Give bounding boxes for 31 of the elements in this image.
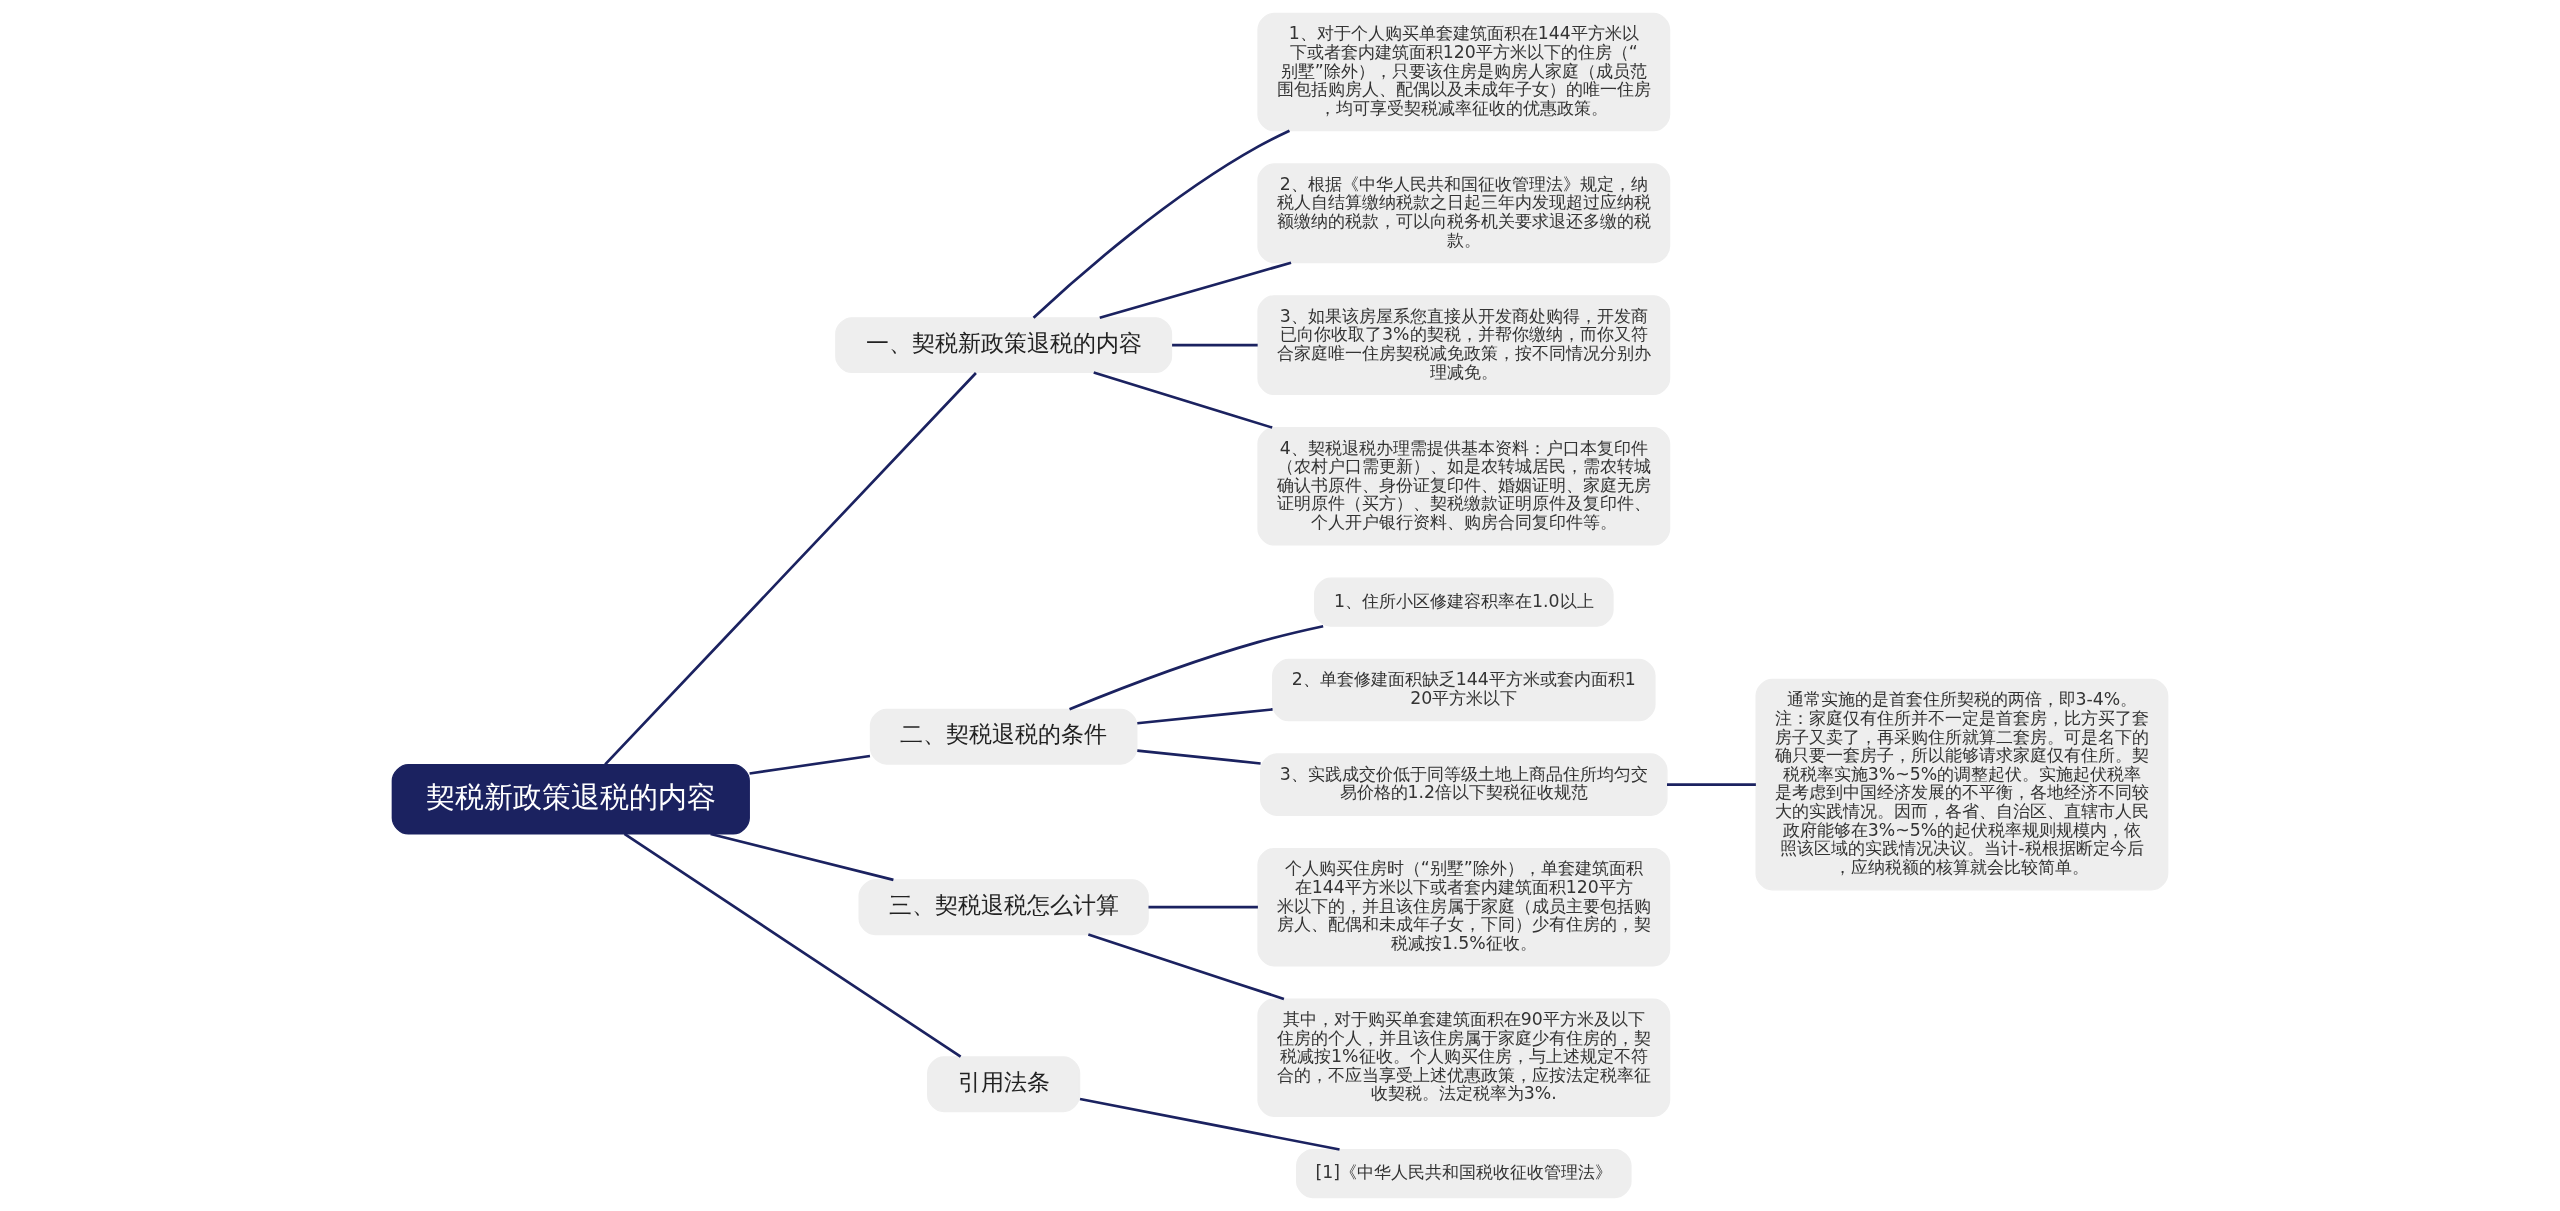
connector [710, 832, 894, 882]
node-box: 1、对于个人购买单套建筑面积在144平方米以下或者套内建筑面积120平方米以下的住房（“别墅”除外），只要该住房是购房人家庭（成员范围包括购房人、配偶以及未成年子女）的唯一住房，均可享受契税减率征收的优惠政策。 [1257, 12, 1671, 132]
node-box: 2、单套修建面积缺乏144平方米或套内面积120平方米以下 [1272, 658, 1656, 722]
node-box: 4、契税退税办理需提供基本资料：户口本复印件（农村户口需更新）、如是农转城居民，需农转城确认书原件、身份证复印件、婚姻证明、家庭无房证明原件（买方）、契税缴款证明原件及复印件、个人开户银行资料、购房合同复印件等。 [1257, 427, 1671, 546]
connector [1093, 371, 1273, 429]
connector [749, 754, 871, 775]
node-box: 引用法条 [927, 1056, 1081, 1113]
connector [623, 832, 962, 1058]
node-box: 其中，对于购买单套建筑面积在90平方米及以下住房的个人，并且该住房属于家庭少有住房的，契税减按1%征收。个人购买住房，与上述规定不符合的，不应当享受上述优惠政策，应按法定税率征收契税。法定税率为3%. [1257, 998, 1671, 1117]
connector [1099, 261, 1292, 320]
node-box: 契税新政策退税的内容 [391, 764, 750, 835]
node-box: 个人购买住房时（“别墅”除外），单套建筑面积在144平方米以下或者套内建筑面积120平方米以下的，并且该住房属于家庭（成员主要包括购房人、配偶和未成年子女，下同）少有住房的，契税减按1.5%征收。 [1257, 847, 1671, 967]
connector [1087, 933, 1285, 1001]
connector [1148, 905, 1258, 909]
connector [604, 372, 977, 766]
connector [1137, 749, 1261, 765]
node-box: 三、契税退税怎么计算 [858, 879, 1149, 936]
connector [1172, 343, 1258, 347]
node-box: [1]《中华人民共和国税收征收管理法》 [1296, 1148, 1632, 1199]
node-box: 通常实施的是首套住所契税的两倍，即3-4%。注：家庭仅有住所并不一定是首套房，比方买了套房子又卖了，再采购住所就算二套房。可是名下的确只要一套房子，所以能够请求家庭仅有住所。契税税率实施3%~5%的调整起伏。实施起伏税率是考虑到中国经济发展的不平衡，各地经济不同较大的实践情况。因而，各省、自治区、直辖市人民政府能够在3%~5%的起伏税率规则规模内，依照该区域的实践情况决议。当计-税根据断定今后，应纳税额的核算就会比较简单。 [1755, 678, 2169, 891]
node-box: 二、契税退税的条件 [869, 708, 1138, 765]
connector [1079, 1097, 1340, 1151]
connector [1032, 129, 1291, 319]
connector [1667, 783, 1756, 786]
connector [1069, 624, 1324, 711]
connector [1137, 708, 1273, 725]
node-box: 3、如果该房屋系您直接从开发商处购得，开发商已向你收取了3%的契税，并帮你缴纳，而你又符合家庭唯一住房契税减免政策，按不同情况分别办理减免。 [1257, 295, 1671, 396]
node-box: 1、住所小区修建容积率在1.0以上 [1313, 577, 1614, 627]
node-box: 2、根据《中华人民共和国征收管理法》规定，纳税人自结算缴纳税款之日起三年内发现超过应纳税额缴纳的税款，可以向税务机关要求退还多缴的税款。 [1257, 163, 1671, 264]
node-box: 一、契税新政策退税的内容 [835, 317, 1173, 374]
node-box: 3、实践成交价低于同等级土地上商品住所均匀交易价格的1.2倍以下契税征收规范 [1260, 753, 1668, 816]
